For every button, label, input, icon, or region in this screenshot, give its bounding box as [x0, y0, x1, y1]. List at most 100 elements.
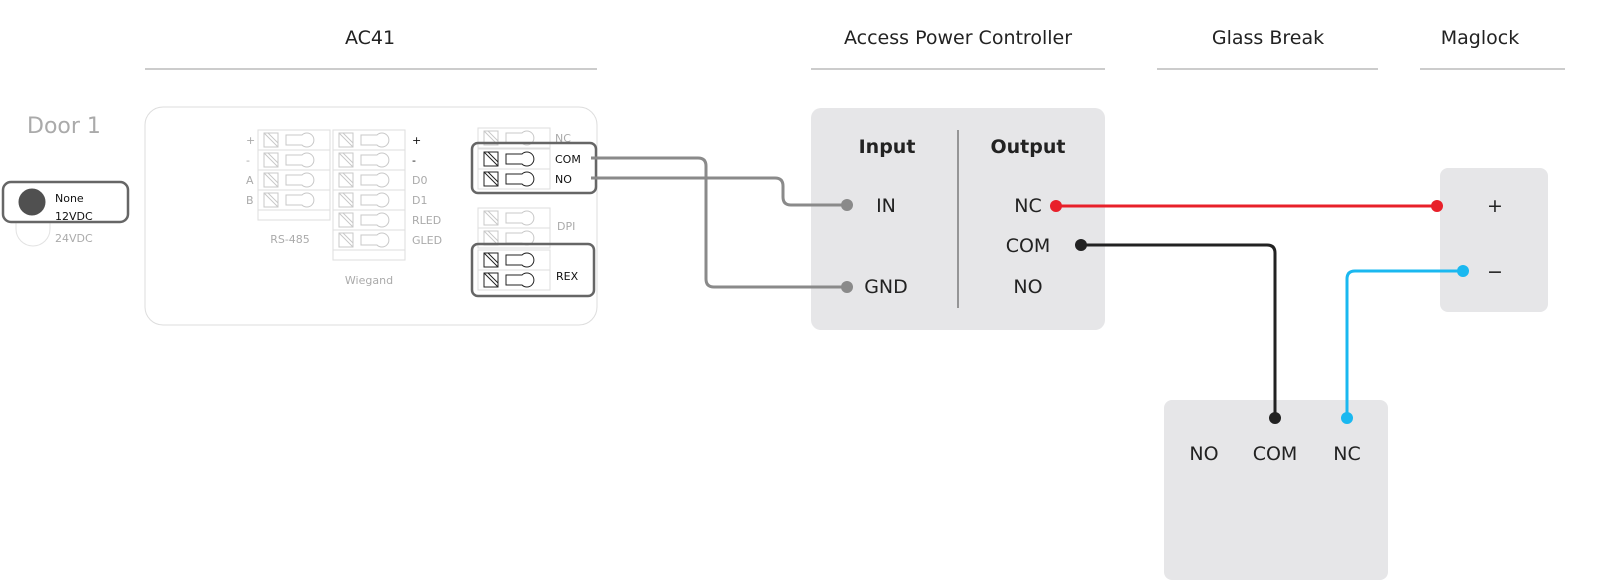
screw-icon: [483, 130, 499, 146]
rs485-terminal: [257, 169, 331, 191]
maglock-minus-label: −: [1487, 261, 1503, 283]
option-none[interactable]: None: [55, 192, 84, 205]
wiegand-terminal: [332, 229, 406, 251]
rs485-label: -: [246, 154, 250, 167]
rs485-title: RS-485: [270, 233, 310, 246]
power-selector[interactable]: None 12VDC 24VDC: [1, 180, 130, 247]
screw-icon: [483, 272, 499, 288]
wiegand-label: D0: [412, 174, 427, 187]
wiegand-terminal: [332, 129, 406, 151]
rs485-terminal: [257, 189, 331, 211]
relay-terminal: [477, 148, 551, 170]
apc-com-label: COM: [1006, 235, 1051, 257]
wiegand-label: -: [412, 154, 416, 167]
apc-input-title: Input: [859, 136, 916, 158]
screw-icon: [338, 212, 354, 228]
wire-clamp-icon: [505, 252, 535, 268]
apc-gnd-label: GND: [864, 276, 908, 298]
wire-clamp-icon: [285, 152, 315, 168]
screw-icon: [483, 151, 499, 167]
rs485-label: +: [246, 134, 255, 147]
apc-com-terminal-dot: [1075, 239, 1087, 251]
door-title: Door 1: [27, 114, 101, 139]
dpi-terminal: [477, 207, 551, 229]
header-ac41: AC41: [345, 27, 395, 49]
screw-icon: [263, 152, 279, 168]
rs485-label: A: [246, 174, 254, 187]
wiegand-terminal: [332, 169, 406, 191]
relay-label-com: COM: [555, 153, 581, 166]
wire-maglock-minus-to-glass-break-nc: [1345, 269, 1463, 418]
wire-clamp-icon: [505, 171, 535, 187]
option-24vdc[interactable]: 24VDC: [55, 232, 93, 245]
screw-icon: [483, 171, 499, 187]
maglock-box: [1440, 168, 1548, 312]
glass-break-nc-label: NC: [1333, 443, 1360, 465]
wiegand-terminal: [332, 149, 406, 171]
wiegand-label: +: [412, 134, 421, 147]
screw-icon: [338, 232, 354, 248]
screw-icon: [263, 172, 279, 188]
wire-clamp-icon: [360, 152, 390, 168]
wire-clamp-icon: [285, 132, 315, 148]
header-maglock: Maglock: [1441, 27, 1519, 49]
screw-icon: [263, 192, 279, 208]
wire-clamp-icon: [360, 132, 390, 148]
wire-clamp-icon: [505, 151, 535, 167]
glass-break-nc-terminal-dot: [1341, 412, 1353, 424]
wire-clamp-icon: [360, 172, 390, 188]
screw-icon: [338, 152, 354, 168]
wiegand-terminal: [332, 209, 406, 231]
apc-nc-terminal-dot: [1050, 200, 1062, 212]
wire-com-to-gnd: [591, 156, 847, 289]
relay-highlight: [470, 141, 598, 195]
wire-com-to-glass-break-com: [1081, 243, 1277, 418]
wire-clamp-icon: [285, 172, 315, 188]
maglock-minus-terminal-dot: [1457, 265, 1469, 277]
apc-gnd-terminal-dot: [841, 281, 853, 293]
apc-nc-label: NC: [1014, 195, 1041, 217]
glass-break-com-label: COM: [1253, 443, 1298, 465]
wiegand-title: Wiegand: [345, 274, 393, 287]
header-glass-break: Glass Break: [1212, 27, 1324, 49]
apc-in-label: IN: [876, 195, 896, 217]
wire-clamp-icon: [360, 192, 390, 208]
wire-clamp-icon: [505, 272, 535, 288]
screw-icon: [338, 132, 354, 148]
rex-label: REX: [556, 270, 579, 283]
screw-icon: [338, 172, 354, 188]
rex-highlight: [470, 242, 596, 298]
relay-terminal: [477, 168, 551, 190]
wiegand-terminal: [332, 189, 406, 211]
glass-break-box: [1164, 400, 1388, 580]
apc-no-label: NO: [1013, 276, 1042, 298]
screw-icon: [263, 132, 279, 148]
maglock-plus-label: +: [1487, 195, 1503, 217]
header-apc: Access Power Controller: [844, 27, 1072, 49]
rex-terminal: [477, 269, 551, 291]
screw-icon: [338, 192, 354, 208]
relay-label-no: NO: [555, 173, 572, 186]
rs485-terminal: [257, 149, 331, 171]
wire-clamp-icon: [285, 192, 315, 208]
rex-terminal: [477, 249, 551, 271]
dpi-label: DPI: [557, 220, 575, 233]
glass-break-no-label: NO: [1189, 443, 1218, 465]
selector-knob[interactable]: [17, 187, 47, 217]
glass-break-com-terminal-dot: [1269, 412, 1281, 424]
rs485-terminal: [257, 129, 331, 151]
maglock-plus-terminal-dot: [1431, 200, 1443, 212]
screw-icon: [483, 252, 499, 268]
wiegand-label: GLED: [412, 234, 442, 247]
option-12vdc[interactable]: 12VDC: [55, 210, 93, 223]
apc-in-terminal-dot: [841, 199, 853, 211]
wire-clamp-icon: [505, 210, 535, 226]
wire-clamp-icon: [360, 232, 390, 248]
wire-clamp-icon: [360, 212, 390, 228]
relay-terminal: [477, 127, 551, 149]
screw-icon: [483, 210, 499, 226]
apc-output-title: Output: [991, 136, 1066, 158]
wiegand-label: RLED: [412, 214, 441, 227]
wiegand-label: D1: [412, 194, 427, 207]
